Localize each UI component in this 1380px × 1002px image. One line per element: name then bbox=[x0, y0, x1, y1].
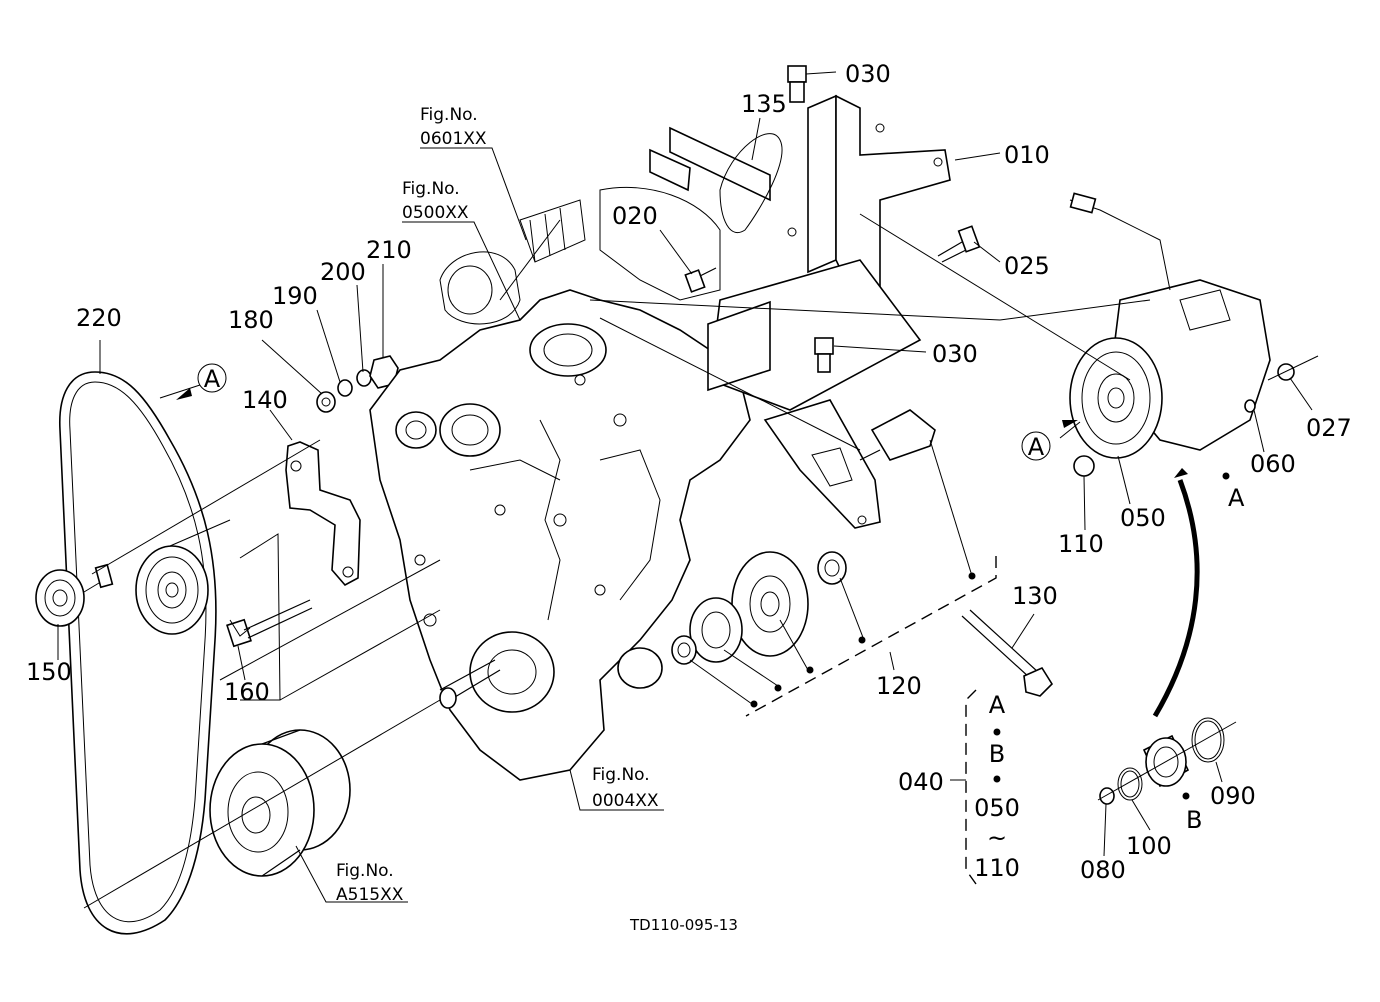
figure-ref-title: Fig.No. bbox=[402, 179, 460, 199]
figure-ref-title: Fig.No. bbox=[336, 861, 394, 881]
label-030-top: 030 bbox=[845, 60, 891, 88]
idler-pulley-120 bbox=[671, 551, 847, 665]
bolt-020 bbox=[684, 267, 717, 293]
figure-ref-code: 0601XX bbox=[420, 129, 487, 149]
group-040-bracket bbox=[950, 689, 977, 885]
label-220: 220 bbox=[76, 304, 122, 332]
label-027: 027 bbox=[1306, 414, 1352, 442]
label-020: 020 bbox=[612, 202, 658, 230]
bolt-030-top bbox=[787, 65, 807, 103]
letter-a-compressor: A bbox=[1228, 484, 1245, 512]
idler-bolt bbox=[859, 409, 936, 461]
leader-lines bbox=[57, 71, 1319, 909]
label-135: 135 bbox=[741, 90, 787, 118]
bolt-130 bbox=[961, 609, 1054, 697]
dot-a bbox=[1222, 472, 1230, 480]
engine-block bbox=[369, 186, 751, 781]
group-040-item: 050 bbox=[974, 794, 1020, 822]
tensioner-pulley bbox=[135, 545, 209, 635]
group-040-item: • bbox=[990, 766, 1004, 794]
label-180: 180 bbox=[228, 306, 274, 334]
figure-ref-title: Fig.No. bbox=[420, 105, 478, 125]
label-110: 110 bbox=[1058, 530, 1104, 558]
label-025: 025 bbox=[1004, 252, 1050, 280]
figure-ref-code: 0500XX bbox=[402, 203, 469, 223]
label-040: 040 bbox=[898, 768, 944, 796]
label-210: 210 bbox=[366, 236, 412, 264]
figure-ref-0500xx: Fig.No. 0500XX bbox=[402, 179, 469, 223]
compressor bbox=[1069, 192, 1295, 477]
dot-b bbox=[1182, 792, 1190, 800]
label-030-mid: 030 bbox=[932, 340, 978, 368]
marker-a-left: A bbox=[176, 363, 227, 400]
figure-ref-code: A515XX bbox=[336, 885, 404, 905]
bolt-160 bbox=[226, 599, 313, 648]
assembly-arrow bbox=[1152, 468, 1200, 718]
label-160: 160 bbox=[224, 678, 270, 706]
clutch-parts bbox=[1099, 717, 1225, 805]
part-labels: 030 135 010 020 025 030 220 210 200 190 … bbox=[26, 60, 1352, 884]
label-120: 120 bbox=[876, 672, 922, 700]
group-040-item: A bbox=[989, 691, 1006, 719]
marker-a-left-text: A bbox=[204, 365, 221, 393]
group-120-dashes bbox=[745, 556, 997, 717]
bolt-025 bbox=[937, 225, 981, 263]
figure-ref-a515xx: Fig.No. A515XX bbox=[336, 861, 404, 905]
bolt-030-mid bbox=[814, 337, 834, 373]
crank-pulley bbox=[209, 729, 351, 877]
figure-ref-0601xx: Fig.No. 0601XX bbox=[420, 105, 487, 149]
group-040-item: ~ bbox=[987, 824, 1007, 852]
group-040-item: 110 bbox=[974, 854, 1020, 882]
belt-220 bbox=[59, 371, 217, 935]
group-040-list: A • B • 050 ~ 110 bbox=[974, 691, 1020, 882]
label-100: 100 bbox=[1126, 832, 1172, 860]
bracket-140 bbox=[285, 441, 361, 587]
washer-stack bbox=[316, 355, 399, 413]
label-010: 010 bbox=[1004, 141, 1050, 169]
pulley-150 bbox=[35, 563, 114, 627]
drawing-reference: TD110-095-13 bbox=[629, 916, 738, 934]
label-050: 050 bbox=[1120, 504, 1166, 532]
label-090: 090 bbox=[1210, 782, 1256, 810]
label-190: 190 bbox=[272, 282, 318, 310]
marker-a-right: A bbox=[1021, 420, 1078, 461]
group-040-item: B bbox=[989, 740, 1005, 768]
figure-ref-0004xx: Fig.No. 0004XX bbox=[592, 765, 659, 811]
label-080: 080 bbox=[1080, 856, 1126, 884]
group-040-item: • bbox=[990, 719, 1004, 747]
letter-b-clutch: B bbox=[1186, 806, 1202, 834]
figure-ref-title: Fig.No. bbox=[592, 765, 650, 785]
label-130: 130 bbox=[1012, 582, 1058, 610]
label-060: 060 bbox=[1250, 450, 1296, 478]
marker-a-right-text: A bbox=[1028, 433, 1045, 461]
label-140: 140 bbox=[242, 386, 288, 414]
bracket-010 bbox=[649, 94, 951, 529]
label-200: 200 bbox=[320, 258, 366, 286]
figure-ref-code: 0004XX bbox=[592, 791, 659, 811]
label-150: 150 bbox=[26, 658, 72, 686]
